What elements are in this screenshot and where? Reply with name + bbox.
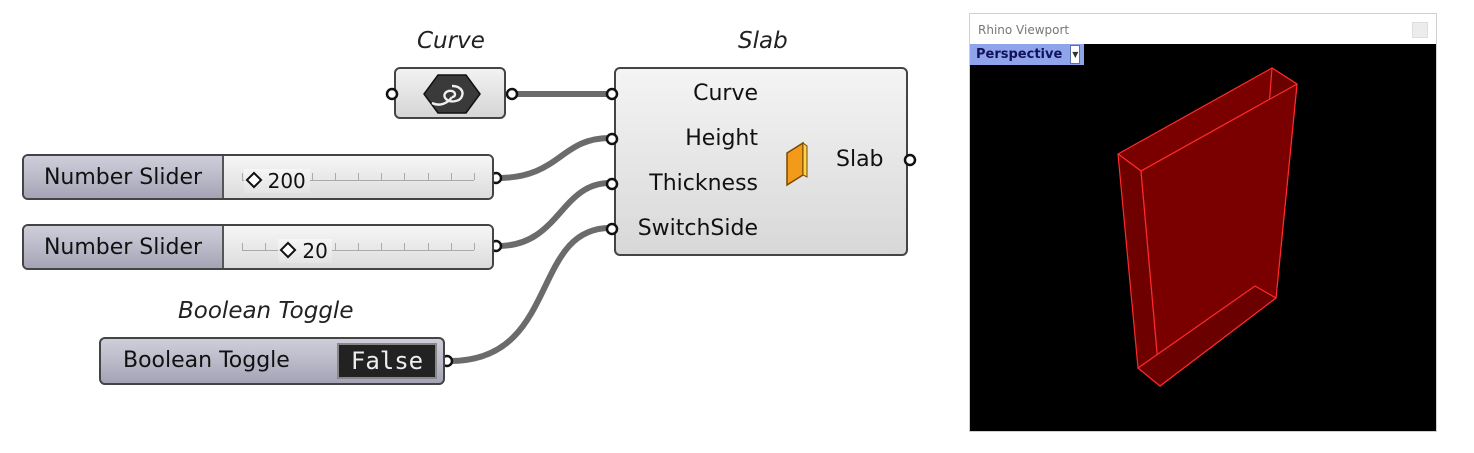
boolean-toggle[interactable]: Boolean Toggle False — [99, 337, 445, 385]
toggle-value-button[interactable]: False — [337, 343, 437, 379]
slab-input-grip-curve[interactable] — [605, 87, 619, 101]
slab-bottom-face — [1137, 285, 1277, 387]
slider-label: Number Slider — [24, 156, 224, 198]
curve-title: Curve — [417, 28, 485, 54]
slider-tick — [427, 173, 429, 180]
close-icon[interactable] — [1412, 22, 1428, 38]
viewport-tab-label: Perspective — [976, 47, 1063, 62]
slider-tick — [242, 243, 243, 250]
input-thickness-label: Thickness — [649, 171, 758, 196]
dropdown-arrow-icon[interactable]: ▼ — [1070, 45, 1081, 64]
toggle-label: Boolean Toggle — [123, 348, 290, 373]
slider-tick — [450, 173, 452, 180]
slider-tick — [311, 173, 313, 180]
slider-track[interactable]: 200 — [224, 156, 492, 198]
viewport-titlebar: Rhino Viewport — [970, 14, 1436, 44]
slider-tick — [381, 173, 383, 180]
slider-track[interactable]: 20 — [224, 226, 492, 268]
input-height-label: Height — [685, 126, 758, 151]
slab-input-grip-thickness[interactable] — [605, 177, 619, 191]
slider-tick — [474, 243, 475, 250]
viewport-tab-perspective[interactable]: Perspective ▼ — [970, 44, 1085, 65]
slider-tick — [404, 243, 406, 250]
slab-component[interactable]: Curve Height Thickness SwitchSide Slab — [614, 67, 908, 256]
slab-geometry — [1117, 67, 1298, 387]
curve-output-grip[interactable] — [505, 87, 519, 101]
slab-input-grip-switchside[interactable] — [605, 222, 619, 236]
wire-height-slider-to-slab — [495, 135, 613, 181]
height-number-slider[interactable]: Number Slider 200 — [22, 154, 494, 200]
thickness-slider-knob[interactable]: 20 — [278, 239, 332, 263]
slider-label: Number Slider — [24, 226, 224, 268]
input-curve-label: Curve — [693, 81, 758, 106]
curve-input-grip[interactable] — [385, 87, 399, 101]
slider-tick — [358, 243, 359, 250]
thickness-number-slider[interactable]: Number Slider 20 — [22, 224, 494, 270]
slider-tick — [427, 243, 429, 250]
slider-tick — [242, 173, 243, 180]
slab-title: Slab — [738, 28, 788, 54]
slider-ticks — [242, 240, 475, 251]
wire-toggle-to-slab — [447, 225, 613, 364]
slider-tick — [358, 173, 359, 180]
diamond-knob-icon — [245, 171, 263, 189]
slab-output-grip[interactable] — [903, 153, 917, 167]
rhino-viewport[interactable]: Rhino Viewport Perspective ▼ — [969, 13, 1437, 432]
output-slab-label: Slab — [836, 147, 884, 172]
slider-tick — [381, 243, 383, 250]
slider-tick — [474, 173, 475, 180]
viewport-scene — [1117, 67, 1298, 387]
wire-thickness-slider-to-slab — [495, 180, 613, 249]
input-switchside-label: SwitchSide — [637, 216, 758, 241]
slider-tick — [334, 173, 336, 180]
slider-tick — [265, 243, 267, 250]
thickness-slider-value: 20 — [302, 239, 328, 263]
slab-input-grip-height[interactable] — [605, 132, 619, 146]
slab-panel-icon — [786, 141, 808, 187]
boolean-toggle-title: Boolean Toggle — [178, 298, 354, 324]
height-slider-knob[interactable]: 200 — [243, 169, 310, 193]
diamond-knob-icon — [279, 241, 297, 259]
height-slider-value: 200 — [267, 169, 306, 193]
hexagon-curve-icon — [423, 74, 481, 114]
slider-tick — [404, 173, 406, 180]
slider-tick — [450, 243, 452, 250]
viewport-title: Rhino Viewport — [978, 23, 1070, 37]
slider-tick — [334, 243, 336, 250]
